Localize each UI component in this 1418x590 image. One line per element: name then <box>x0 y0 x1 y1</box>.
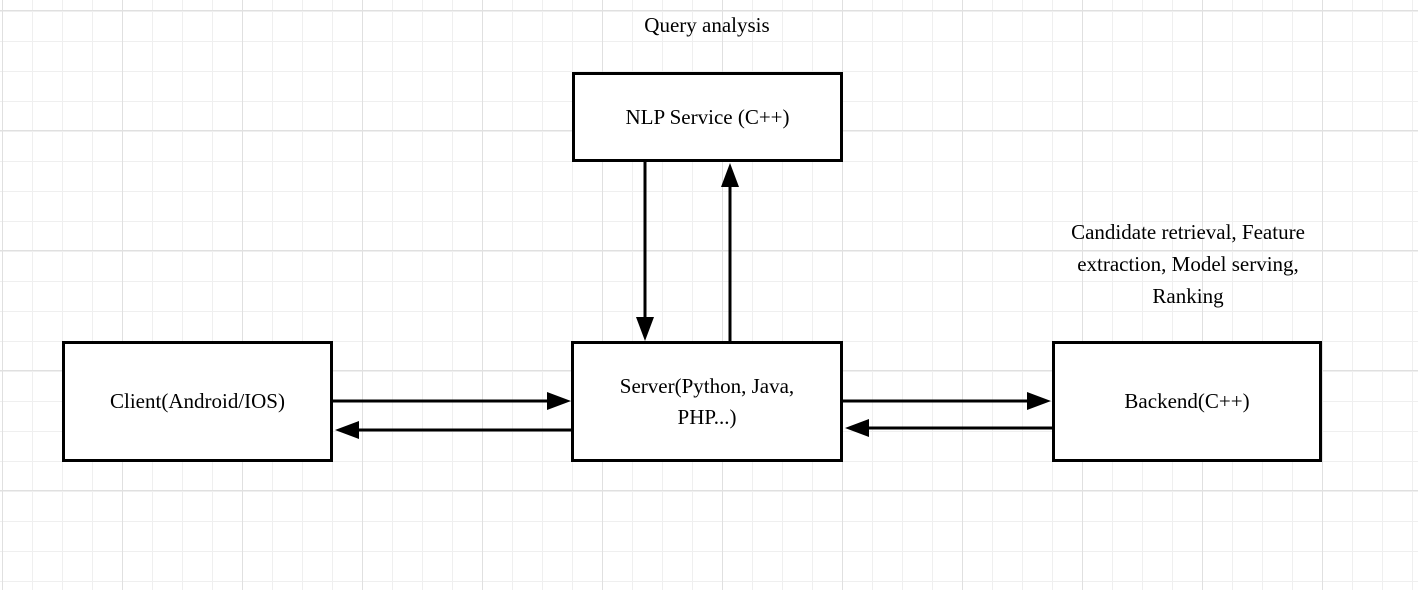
annotation-backend-functions: Candidate retrieval, Feature extraction,… <box>1071 220 1305 308</box>
edge-server-to-nlp <box>721 163 739 341</box>
node-server: Server(Python, Java, PHP...) <box>571 341 843 462</box>
node-nlp-service-label: NLP Service (C++) <box>625 104 790 129</box>
node-client-label: Client(Android/IOS) <box>110 389 285 413</box>
edge-server-to-client <box>335 421 571 439</box>
annotation-query-analysis: Query analysis <box>644 13 770 37</box>
edge-client-to-server <box>333 392 571 410</box>
node-backend: Backend(C++) <box>1052 341 1322 462</box>
node-client: Client(Android/IOS) <box>62 341 333 462</box>
node-server-label: Server(Python, Java, PHP...) <box>619 373 795 429</box>
node-nlp-service: NLP Service (C++) <box>572 72 843 162</box>
edge-nlp-to-server <box>636 162 654 341</box>
edge-server-to-backend <box>843 392 1051 410</box>
edge-backend-to-server <box>845 419 1052 437</box>
node-backend-label: Backend(C++) <box>1124 389 1250 413</box>
